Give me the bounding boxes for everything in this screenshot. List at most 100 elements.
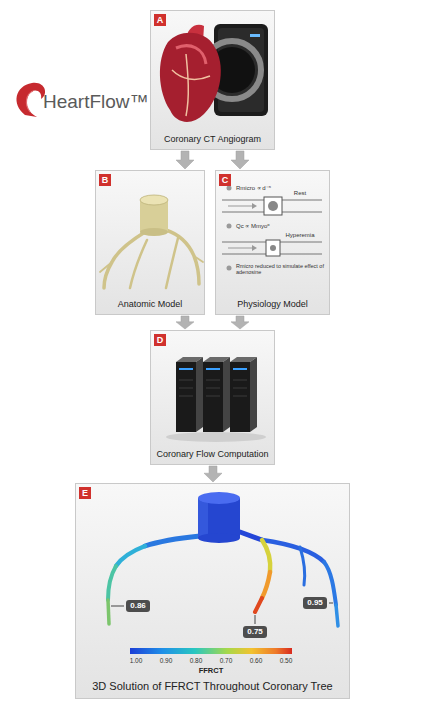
step-letter: A	[154, 14, 166, 26]
aorta-model	[198, 533, 240, 543]
physiology-schematic	[266, 240, 280, 256]
leader-line	[329, 603, 333, 604]
scale-value: 1.00	[130, 657, 143, 664]
server-racks	[223, 357, 230, 432]
physiology-schematic	[264, 197, 282, 215]
scale-value: 0.60	[250, 657, 263, 664]
step-letter: D	[154, 334, 166, 346]
physiology-schematic	[252, 203, 257, 209]
ct-scanner	[250, 34, 260, 37]
coronary-tree	[108, 566, 116, 600]
leader-line	[111, 606, 124, 607]
box-fill	[75, 10, 350, 699]
coronary-tree	[262, 540, 270, 572]
server-racks	[166, 357, 266, 442]
step-box: C Physiology Model	[215, 170, 330, 315]
server-racks	[166, 432, 266, 442]
step-letter: E	[79, 487, 91, 499]
formula-text: Rmicro ∝ d⁻ⁿ	[236, 185, 271, 192]
server-racks	[179, 380, 247, 396]
box-fill	[150, 330, 275, 465]
color-scale-bar	[130, 648, 292, 654]
step-box: B Anatomic Model	[95, 170, 205, 315]
physiology-schematic	[270, 245, 276, 251]
coronary-tree	[255, 598, 262, 612]
aorta-model	[198, 492, 240, 543]
physiology-schematic	[252, 245, 257, 251]
box-caption: Anatomic Model	[118, 299, 183, 309]
flow-arrow	[176, 316, 194, 329]
heart-model	[160, 25, 221, 122]
formula-text: Qc ∝ Mmyoᵅ	[236, 223, 270, 230]
callout-number: 0.75	[243, 626, 267, 637]
physiology-schematic	[227, 266, 232, 271]
step-letter: B	[99, 174, 111, 186]
scale-value: 0.50	[280, 657, 293, 664]
server-racks	[176, 362, 196, 432]
heart-model	[176, 46, 206, 64]
state-label: Rest	[294, 190, 306, 197]
flow-arrow	[176, 151, 194, 169]
scale-value: 0.70	[220, 657, 233, 664]
callout-number: 0.95	[303, 597, 327, 608]
coronary-tree	[108, 600, 109, 624]
anatomic-model	[100, 256, 203, 272]
physiology-schematic	[227, 224, 232, 229]
box-caption: 3D Solution of FFRCT Throughout Coronary…	[92, 680, 333, 693]
logo-swoosh	[26, 91, 33, 112]
step-letter: C	[219, 174, 231, 186]
flow-arrow	[231, 316, 249, 329]
note-text: Rmicro reduced to simulate effect of ade…	[236, 263, 326, 276]
logo-swoosh	[17, 83, 46, 117]
color-scale-bar	[130, 648, 292, 654]
state-label: Hyperemia	[285, 232, 314, 239]
server-racks	[203, 362, 223, 432]
anatomic-model	[166, 238, 178, 288]
callout-number: 0.86	[126, 600, 150, 611]
anatomic-model	[140, 228, 168, 236]
box-fill	[150, 10, 275, 150]
physiology-schematic	[228, 248, 252, 249]
physiology-schematic	[268, 201, 278, 211]
coronary-tree	[240, 532, 262, 540]
box-fill	[95, 170, 205, 315]
server-racks	[230, 362, 250, 432]
server-racks	[250, 357, 257, 432]
logo-swoosh	[17, 83, 46, 117]
step-box: D Coronary Flow Computation	[150, 330, 275, 465]
physiology-schematic	[228, 206, 252, 207]
heart-model	[172, 54, 210, 116]
logo-text: HeartFlow™	[43, 91, 149, 113]
coronary-tree	[116, 546, 145, 566]
flow-arrow	[231, 151, 249, 169]
coronary-tree	[336, 605, 338, 626]
scale-title: FFRCT	[199, 667, 224, 676]
coronary-tree	[300, 547, 305, 585]
scale-value: 0.80	[190, 657, 203, 664]
anatomic-model	[130, 240, 147, 288]
server-racks	[179, 368, 193, 370]
physiology-schematic	[222, 186, 322, 271]
coronary-tree	[108, 532, 338, 626]
box-fill	[75, 483, 350, 699]
server-racks	[233, 368, 247, 370]
heart-model	[160, 33, 221, 122]
aorta-model	[198, 498, 208, 538]
anatomic-model	[140, 195, 168, 205]
leader-line	[255, 615, 256, 624]
step-box: A Coronary CT Angiogram	[150, 10, 275, 150]
coronary-tree	[262, 572, 270, 598]
box-caption: Coronary Flow Computation	[156, 449, 268, 459]
flow-arrow	[204, 466, 222, 482]
aorta-model	[198, 492, 240, 504]
scale-value: 0.90	[160, 657, 173, 664]
physiology-schematic	[227, 186, 232, 191]
server-racks	[206, 368, 220, 370]
box-fill	[215, 170, 330, 315]
server-racks	[196, 357, 203, 432]
box-caption: Coronary CT Angiogram	[164, 134, 261, 144]
box-caption: Physiology Model	[237, 299, 308, 309]
anatomic-model	[100, 195, 203, 288]
coronary-tree	[145, 536, 200, 546]
